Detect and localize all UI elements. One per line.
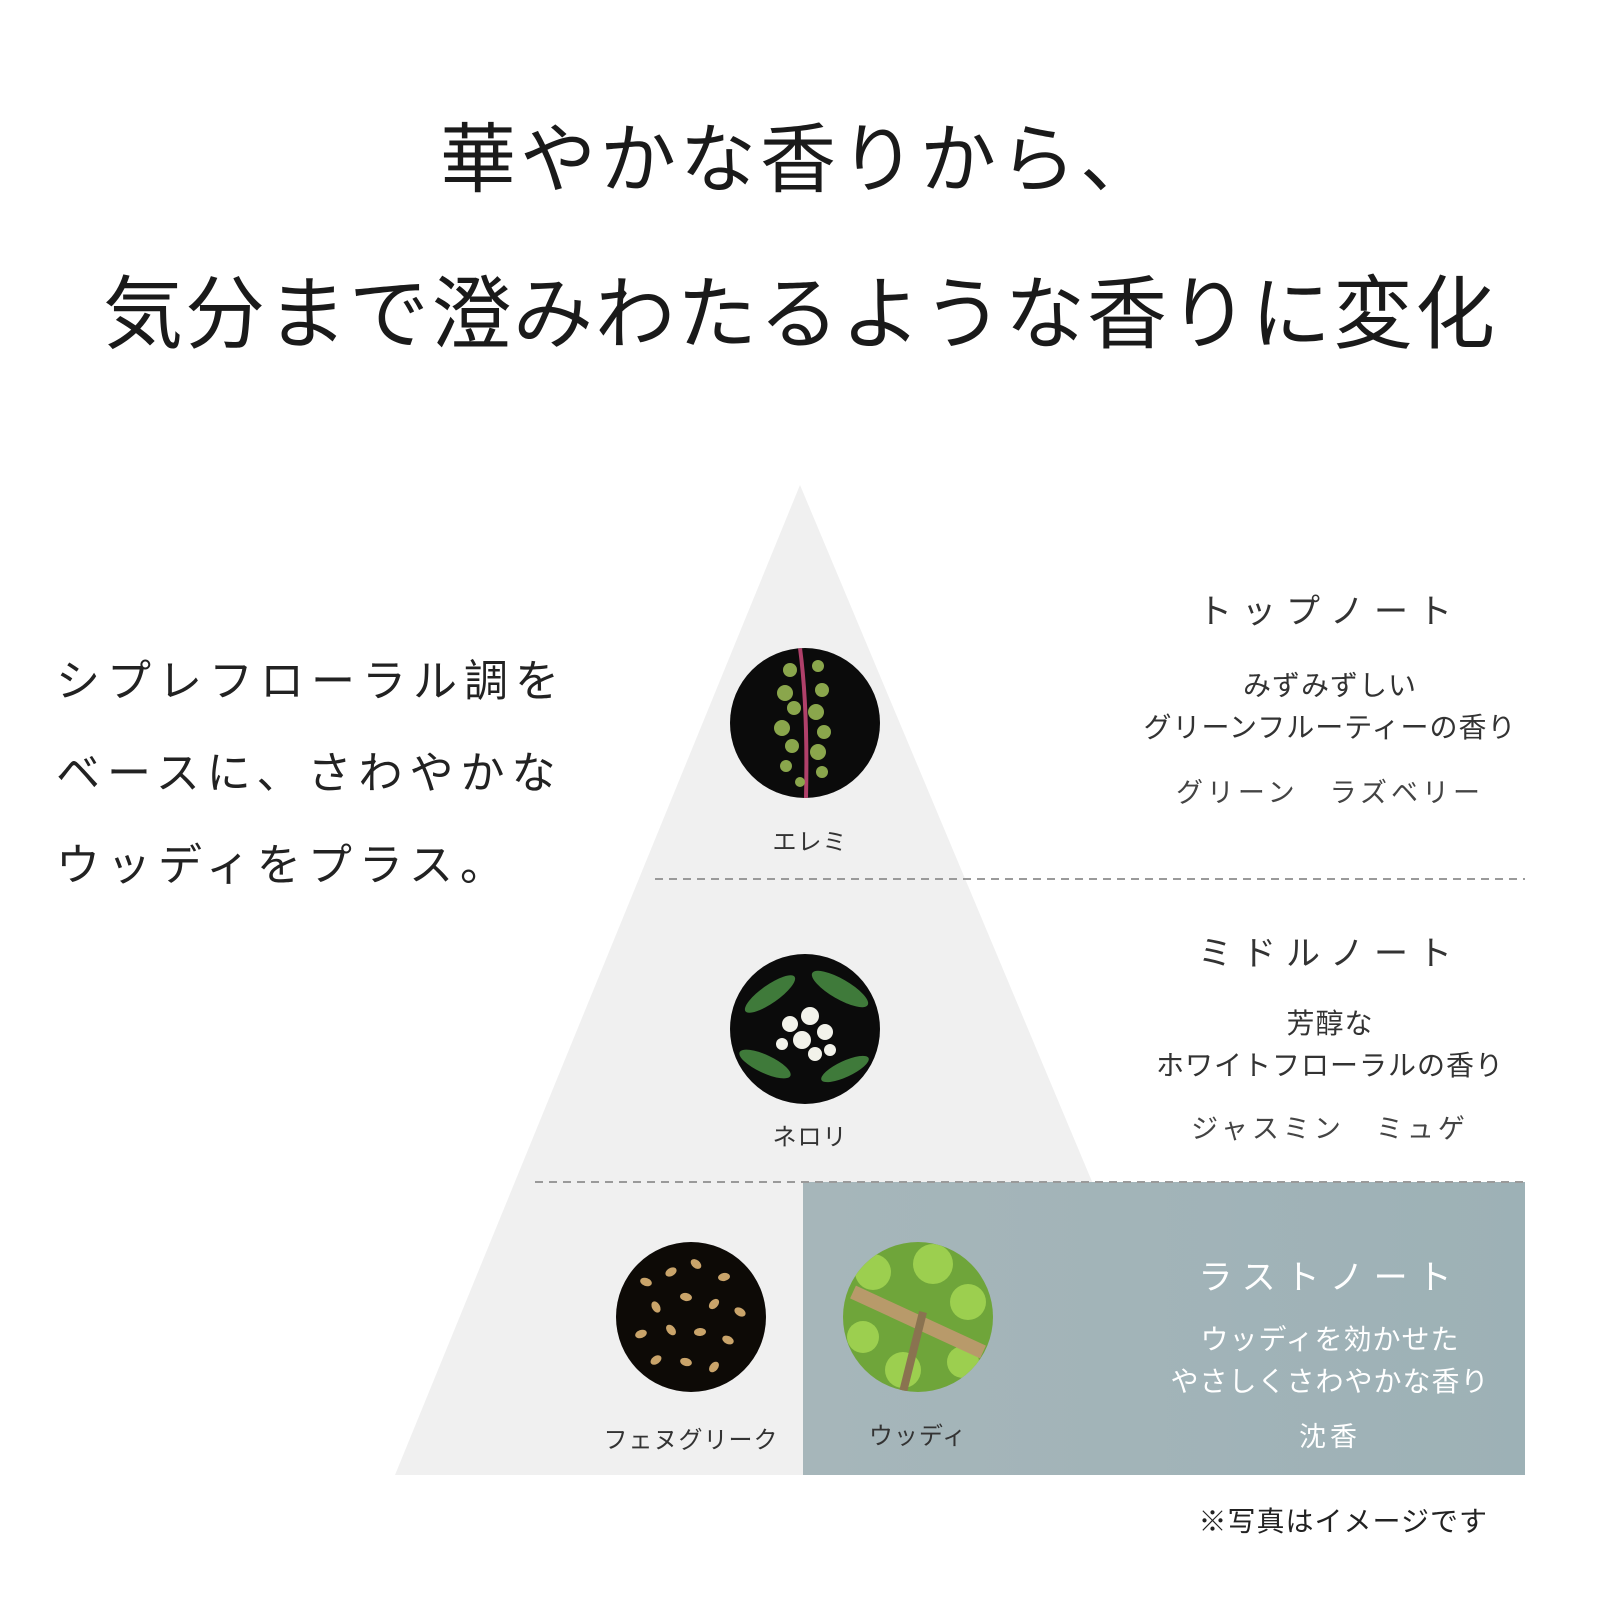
headline-line-1: 華やかな香りから、 (440, 115, 1160, 204)
last-note-title: ラストノート (1198, 1258, 1462, 1298)
middle-note: ミドルノート 芳醇な ホワイトフローラルの香り ジャスミン ミュゲ (1110, 926, 1550, 1146)
top-note-ingredients: グリーン ラズベリー (1175, 778, 1485, 809)
intro-line: シプレフローラル調を (56, 656, 566, 707)
woody-photo (843, 1242, 993, 1392)
last-note-desc-line: やさしくさわやかな香り (1170, 1365, 1490, 1398)
elemi-photo (730, 648, 880, 798)
fenugreek-label: フェヌグリーク (603, 1426, 779, 1454)
fenugreek-photo (616, 1242, 766, 1392)
middle-note-desc-line: 芳醇な (1286, 1007, 1374, 1040)
middle-note-desc-line: ホワイトフローラルの香り (1155, 1049, 1504, 1082)
top-note-description: みずみずしい グリーンフルーティーの香り (1110, 665, 1550, 749)
neroli-photo (730, 954, 880, 1104)
middle-note-title: ミドルノート (1198, 934, 1462, 974)
top-note-desc-line: グリーンフルーティーの香り (1143, 711, 1517, 744)
intro-line: ベースに、さわやかな (56, 748, 563, 799)
last-note: ラストノート ウッディを効かせた やさしくさわやかな香り 沈香 (1110, 1250, 1550, 1454)
intro-text: シプレフローラル調を ベースに、さわやかな ウッディをプラス。 (56, 636, 616, 912)
last-note-description: ウッディを効かせた やさしくさわやかな香り (1110, 1319, 1550, 1403)
image-disclaimer: ※写真はイメージです (1198, 1505, 1488, 1538)
intro-line: ウッディをプラス。 (56, 840, 512, 891)
headline-line-2: 気分まで澄みわたるような香りに変化 (103, 268, 1497, 361)
top-note-desc-line: みずみずしい (1242, 669, 1417, 702)
top-note: トップノート みずみずしい グリーンフルーティーの香り グリーン ラズベリー (1110, 584, 1550, 810)
last-note-desc-line: ウッディを効かせた (1200, 1323, 1460, 1356)
middle-note-ingredients: ジャスミン ミュゲ (1191, 1114, 1469, 1145)
top-note-title: トップノート (1198, 592, 1462, 632)
elemi-label: エレミ (772, 828, 848, 856)
woody-label: ウッディ (868, 1422, 968, 1450)
middle-note-description: 芳醇な ホワイトフローラルの香り (1110, 1003, 1550, 1087)
neroli-label: ネロリ (772, 1123, 848, 1151)
last-note-ingredients: 沈香 (1299, 1422, 1361, 1453)
